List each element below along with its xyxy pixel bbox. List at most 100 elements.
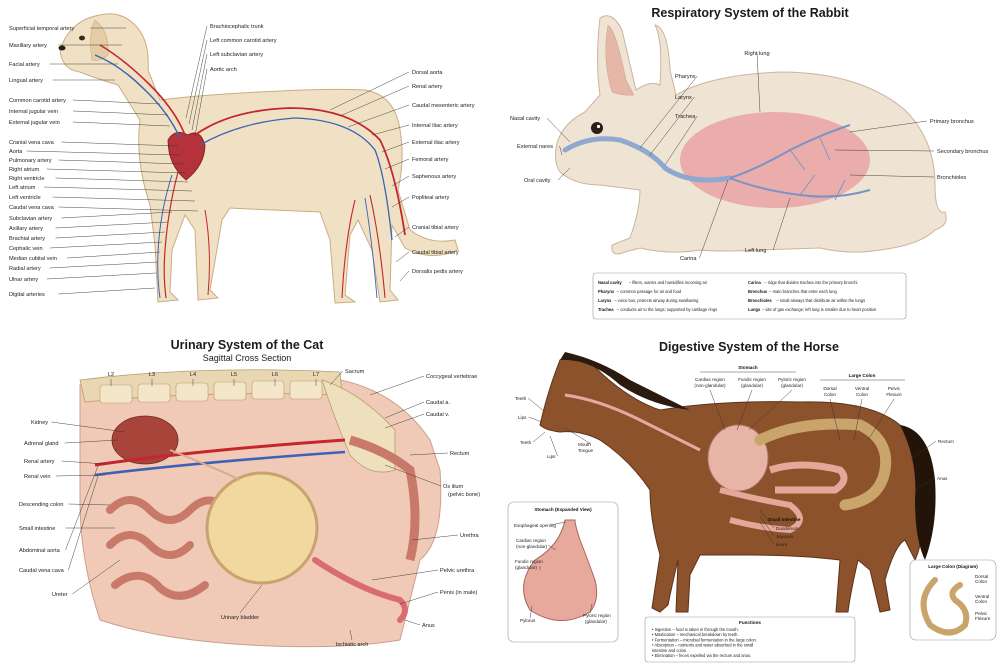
horse-head-label-4: Mouth <box>578 442 591 447</box>
rabbit-label-larynx: Larynx <box>675 95 692 101</box>
cat-label-urethra: Urethra <box>460 533 480 539</box>
rabbit-key-term-trachea: Trachea <box>598 307 614 312</box>
cat-label-penis-in-male: Penis (in male) <box>440 590 477 596</box>
horse-stomach-box-title: Stomach (Expanded View) <box>534 507 592 512</box>
leader-line <box>759 521 775 545</box>
leader-line <box>329 370 344 386</box>
leader-line <box>564 427 592 445</box>
cat-label-anus: Anus <box>422 623 435 629</box>
dog-label-pulmonary-artery: Pulmonary artery <box>9 158 52 164</box>
cat-label-small-intestine: Small intestine <box>19 526 55 532</box>
leader-line <box>72 559 121 595</box>
leader-line <box>399 270 410 282</box>
cat-label-pelvic-urethra: Pelvic urethra <box>440 568 475 574</box>
horse-colon-box-label-3: Colon <box>975 599 987 604</box>
leader-line <box>411 534 459 541</box>
dog-label-aortic-arch: Aortic arch <box>210 67 237 73</box>
cat-label-pelvic-bone: (pelvic bone) <box>448 492 480 498</box>
leader-line <box>49 241 163 249</box>
dog-label-median-cubital-vein: Median cubital vein <box>9 256 57 262</box>
rabbit-key-desc-pharynx: – common passage for air and food <box>617 289 682 294</box>
horse-head-label-3: Lips <box>547 454 556 459</box>
horse-si-duodenum: Duodenum <box>776 526 799 531</box>
leader-line <box>46 168 187 174</box>
dog-label-facial-artery: Facial artery <box>9 62 40 68</box>
leader-line <box>736 389 753 431</box>
rabbit-label-primary-bronchus: Primary bronchus <box>930 119 974 125</box>
dog-label-internal-jugular-vein: Internal jugular vein <box>9 109 58 115</box>
dog-label-left-atrium: Left atrium <box>9 185 36 191</box>
leader-line <box>339 85 410 117</box>
dog-label-popliteal-artery: Popliteal artery <box>412 195 450 201</box>
cat-title: Urinary System of the Cat <box>171 338 325 352</box>
horse-panel: Digestive System of the Horse StomachCar… <box>507 340 997 663</box>
horse-illustration <box>539 352 936 613</box>
rabbit-label-carina: Carina <box>680 256 697 262</box>
horse-colon-part-1-sub: Colon <box>856 392 868 397</box>
horse-stomach-part-1: Fundic region <box>738 377 766 382</box>
leader-line <box>394 226 410 238</box>
leader-line <box>72 99 161 105</box>
cat-vertebra-l6: L6 <box>272 372 278 378</box>
cat-subtitle: Sagittal Cross Section <box>203 353 292 363</box>
cat-label-kidney: Kidney <box>31 420 48 426</box>
dog-label-brachial-artery: Brachial artery <box>9 236 45 242</box>
leader-line <box>559 145 563 156</box>
leader-line <box>404 619 421 626</box>
cat-label-os-ilium: Os ilium <box>443 484 464 490</box>
leader-line <box>55 231 166 239</box>
cat-label-rectum: Rectum <box>450 451 470 457</box>
dog-label-dorsal-aorta: Dorsal aorta <box>412 70 443 76</box>
leader-line <box>381 141 410 153</box>
leader-line <box>527 397 546 413</box>
rabbit-label-nasal-cavity: Nasal cavity <box>510 116 540 122</box>
horse-stomach-part-2: Pyloric region <box>778 377 806 382</box>
leader-line <box>194 68 208 137</box>
leader-line <box>748 389 793 431</box>
leader-line <box>589 603 593 614</box>
cat-label-renal-artery: Renal artery <box>24 459 55 465</box>
leader-line <box>55 474 106 477</box>
leader-line <box>849 120 928 133</box>
leader-line <box>52 196 196 202</box>
dog-label-radial-artery: Radial artery <box>9 266 41 272</box>
leader-line <box>72 121 171 127</box>
rabbit-key-desc-lungs: – site of gas exchange; left lung is sma… <box>762 307 877 312</box>
horse-stomach-box-label-3: Fundic region <box>515 559 543 564</box>
leader-line <box>72 110 169 116</box>
rabbit-label-trachea: Trachea <box>675 114 696 120</box>
rabbit-key-desc-bronchioles: – small airways that distribute air with… <box>776 298 865 303</box>
horse-si-jejunum: Jejunum <box>776 534 794 539</box>
horse-function-1: • Mastication – mechanical breakdown by … <box>652 632 739 637</box>
leader-line <box>532 431 546 443</box>
rabbit-key-term-nasal-cavity: Nasal cavity <box>598 280 622 285</box>
rabbit-key-term-bronchioles: Bronchioles <box>748 298 772 303</box>
leader-line <box>395 251 410 263</box>
leader-line <box>849 174 935 178</box>
leader-line <box>391 196 410 208</box>
leader-line <box>26 150 181 156</box>
leader-line <box>529 605 533 619</box>
dog-label-aorta: Aorta <box>9 149 23 155</box>
horse-head-label-0: Teeth <box>515 396 527 401</box>
leader-line <box>834 149 935 152</box>
rabbit-label-secondary-bronchus: Secondary bronchus <box>937 149 989 155</box>
horse-function-0: • Ingestion – food is taken in through t… <box>652 627 739 632</box>
leader-line <box>853 398 863 441</box>
dog-label-ulnar-artery: Ulnar artery <box>9 277 38 283</box>
horse-head-label-2: Teeth <box>520 440 532 445</box>
leader-line <box>914 477 936 491</box>
leader-line <box>347 104 410 128</box>
leader-line <box>191 53 208 131</box>
cat-label-ischiatic-arch: Ischiatic arch <box>336 642 369 648</box>
cat-illustration <box>79 369 442 648</box>
leader-line <box>557 167 571 181</box>
horse-stomach-box-label-4: (glandular) <box>515 565 537 570</box>
leader-line <box>547 544 557 551</box>
leader-line <box>649 96 695 156</box>
horse-colon-header: Large Colon <box>849 373 876 378</box>
